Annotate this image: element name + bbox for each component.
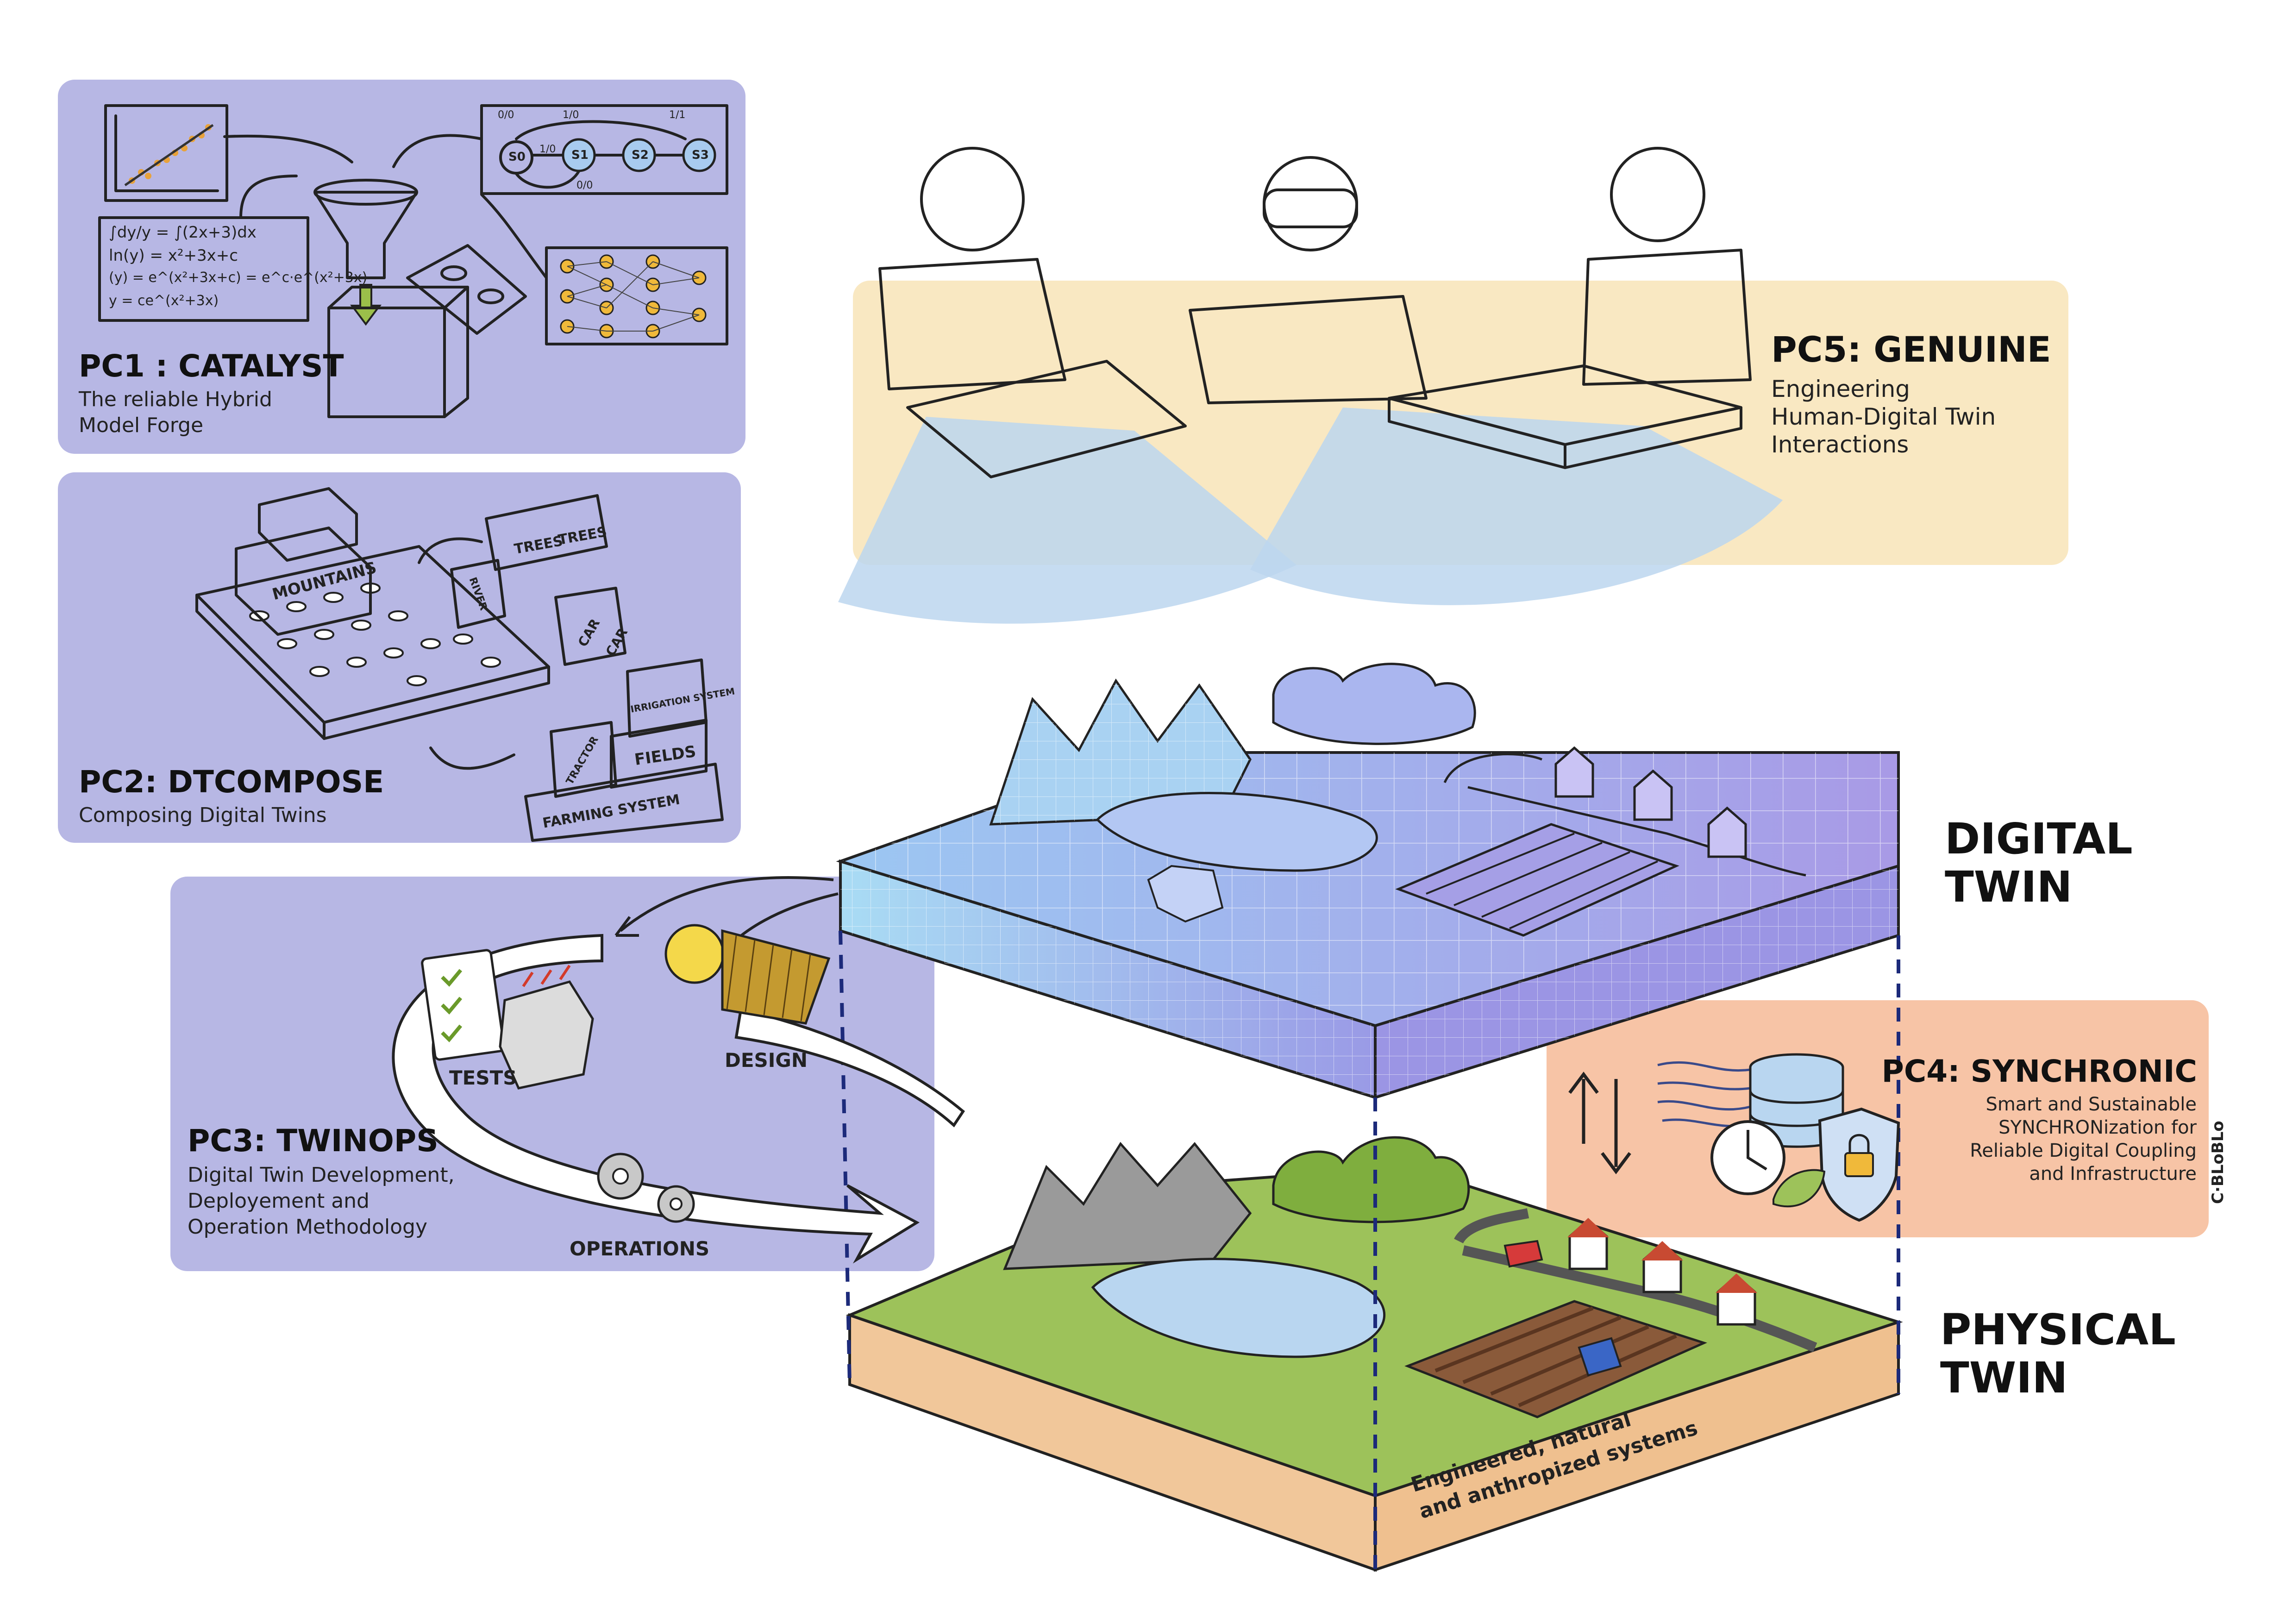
view-wedge-left xyxy=(838,417,1297,624)
neural-net-card xyxy=(545,246,728,345)
pt-tractor xyxy=(1578,1337,1622,1377)
equation-card xyxy=(98,216,309,322)
person-1-head xyxy=(920,147,1025,251)
physical-twin-label: PHYSICAL TWIN xyxy=(1940,1305,2176,1403)
pc1-title: PC1 : CATALYST xyxy=(79,348,344,384)
pc3-cycle xyxy=(392,876,965,1264)
farming-system-brick xyxy=(524,763,724,842)
digital-twin-slab xyxy=(836,663,1900,1100)
eq-line-3: (y) = e^(x²+3x+c) = e^c·e^(x²+3x) xyxy=(109,270,368,286)
flow-arrows xyxy=(223,134,548,279)
pt-mountains xyxy=(1003,1141,1252,1270)
person-3-head xyxy=(1610,147,1705,242)
car-bricks xyxy=(554,587,626,666)
state-s3: S3 xyxy=(692,148,709,162)
dt-waterfall xyxy=(1147,865,1224,923)
physical-twin-slab xyxy=(846,1136,1903,1572)
person-1-body xyxy=(878,258,1066,390)
data-stream-lines xyxy=(1657,1061,1751,1128)
state-s0: S0 xyxy=(508,150,526,164)
dt-lake xyxy=(1096,792,1378,872)
pc2-title: PC2: DTCOMPOSE xyxy=(79,764,384,800)
neural-net-nodes xyxy=(560,254,707,339)
sync-arrows-icon xyxy=(1568,1072,1631,1174)
tablet xyxy=(906,360,1187,478)
pc3-title: PC3: TWINOPS xyxy=(188,1123,438,1159)
vr-headset xyxy=(1263,188,1358,228)
mountains-brick xyxy=(235,527,372,636)
state-machine-card xyxy=(480,104,728,195)
scatter-axes xyxy=(114,114,219,192)
lego-lid xyxy=(406,244,527,335)
dt-houses xyxy=(1554,746,1747,858)
transition-2: 1/0 xyxy=(539,144,556,155)
pc5-subtitle: Engineering Human-Digital Twin Interacti… xyxy=(1771,376,1996,458)
pt-lake xyxy=(1091,1258,1386,1358)
fields-brick xyxy=(610,719,708,789)
tractor-brick xyxy=(550,721,617,798)
digital-twin-label: DIGITAL TWIN xyxy=(1945,814,2133,912)
leaf-icon xyxy=(1773,1169,1826,1208)
baseplate-studs xyxy=(249,583,501,686)
cycle-ring xyxy=(392,934,920,1264)
funnel-drip-arrow xyxy=(350,284,382,326)
twin-connector-lines xyxy=(839,930,1900,1570)
pt-forest xyxy=(1272,1136,1470,1223)
person-2-head xyxy=(1263,156,1358,251)
pc1-subtitle: The reliable Hybrid Model Forge xyxy=(79,388,272,437)
person-3-body xyxy=(1582,249,1752,386)
eq-line-1: ∫dy/y = ∫(2x+3)dx xyxy=(109,223,257,242)
state-s2: S2 xyxy=(632,148,649,162)
dt-forest xyxy=(1272,663,1476,745)
pt-car xyxy=(1503,1240,1543,1268)
checklist-icon xyxy=(421,949,505,1061)
pc5-title: PC5: GENUINE xyxy=(1771,329,2051,370)
trend-line xyxy=(124,124,214,187)
cycle-label-design: DESIGN xyxy=(725,1049,808,1072)
pc4-illustration xyxy=(1568,1053,1900,1222)
person-2-body xyxy=(1189,295,1428,404)
cycle-label-operations: OPERATIONS xyxy=(570,1237,710,1260)
transition-4: 1/1 xyxy=(669,109,686,121)
cycle-arrow-from-dt xyxy=(620,876,834,932)
trees-bricks xyxy=(485,494,608,571)
pc3-subtitle: Digital Twin Development, Deployement an… xyxy=(188,1163,455,1239)
transition-5: 0/0 xyxy=(576,180,593,191)
pc2-illustration xyxy=(195,487,724,842)
pc5-illustration xyxy=(838,147,1783,624)
pc4-title: PC4: SYNCHRONIC xyxy=(1881,1053,2198,1089)
eq-line-2: ln(y) = x²+3x+c xyxy=(109,246,238,265)
pc2-subtitle: Composing Digital Twins xyxy=(79,803,327,827)
cycle-label-tests: TESTS xyxy=(449,1066,517,1089)
pc4-subtitle: Smart and Sustainable SYNCHRONization fo… xyxy=(1970,1094,2197,1185)
artist-credit: C·BLoBLo xyxy=(2209,1121,2227,1204)
state-s1: S1 xyxy=(571,148,589,162)
dt-fields xyxy=(1395,823,1679,937)
pc2-panel xyxy=(58,472,741,843)
lego-box xyxy=(327,307,446,418)
lock-icon xyxy=(1844,1152,1874,1177)
lightbulb-icon xyxy=(664,924,725,984)
curved-band xyxy=(734,1008,965,1128)
basket-icon xyxy=(721,929,831,1025)
pt-fields xyxy=(1404,1300,1708,1418)
transition-3: 1/0 xyxy=(563,109,579,121)
test-rig-icon xyxy=(499,980,594,1090)
scatter-plot-card xyxy=(104,104,228,202)
transition-1: 0/0 xyxy=(498,109,514,121)
pc1-illustration xyxy=(98,104,728,418)
eq-line-4: y = ce^(x²+3x) xyxy=(109,293,219,309)
view-wedge-right xyxy=(1250,408,1783,605)
river-brick xyxy=(450,559,506,629)
